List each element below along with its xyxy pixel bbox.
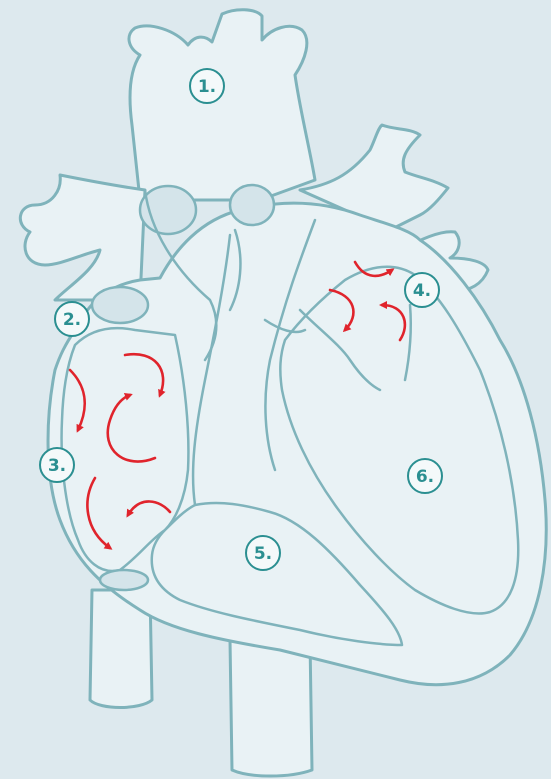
label-5: 5. [246, 536, 280, 570]
svg-text:6.: 6. [416, 467, 434, 487]
label-2: 2. [55, 302, 89, 336]
label-4: 4. [405, 273, 439, 307]
descending-aorta [230, 640, 312, 776]
ivc-opening [100, 570, 148, 590]
svg-text:4.: 4. [413, 281, 431, 301]
label-3: 3. [40, 448, 74, 482]
svg-text:5.: 5. [254, 544, 272, 564]
label-1: 1. [190, 69, 224, 103]
tricuspid-opening [92, 287, 148, 323]
label-6: 6. [408, 459, 442, 493]
pulmonary-valve [230, 185, 274, 225]
superior-vena-cava [20, 175, 145, 300]
svg-text:2.: 2. [63, 310, 81, 330]
svg-text:1.: 1. [198, 77, 216, 97]
svg-text:3.: 3. [48, 456, 66, 476]
aortic-arch [129, 10, 315, 200]
